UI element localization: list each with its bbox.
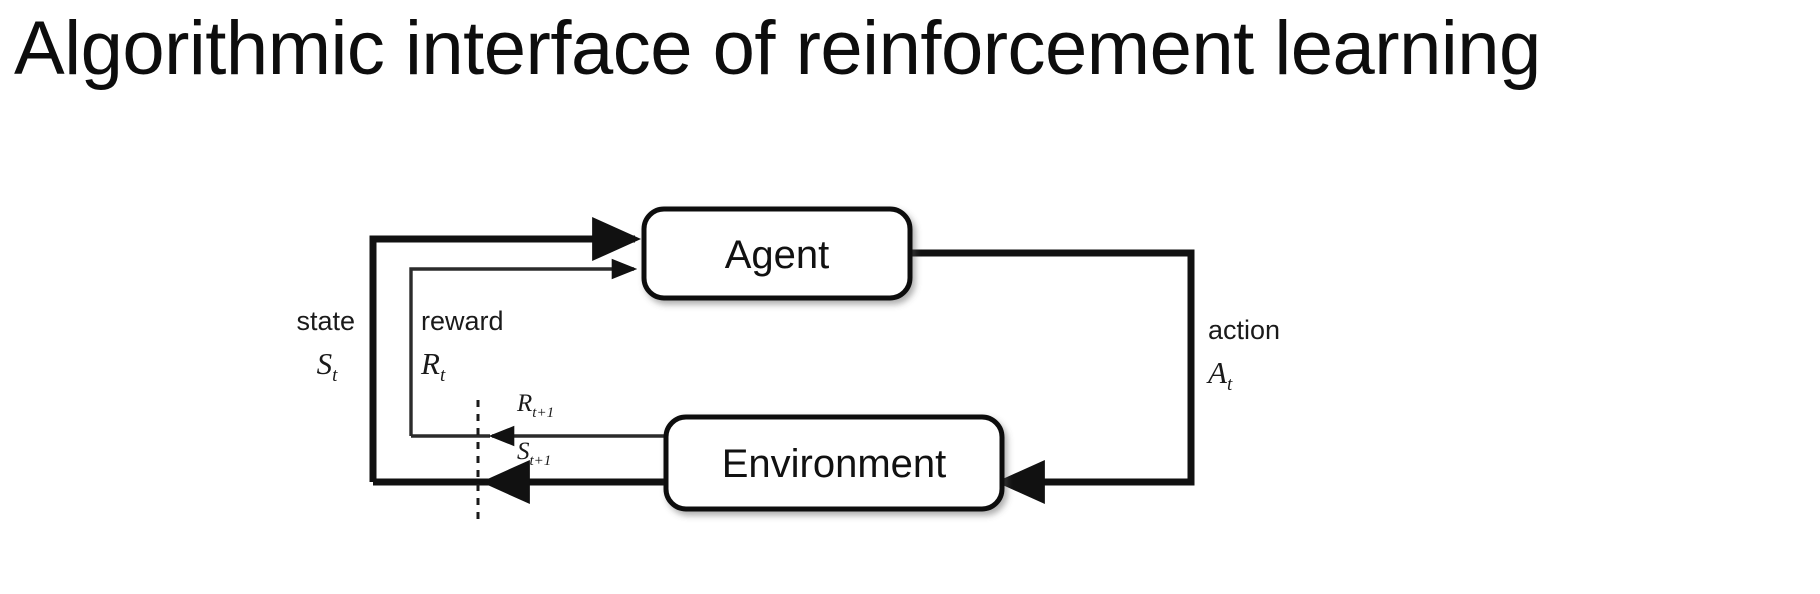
environment-box-label: Environment [722,442,947,486]
node-environment[interactable]: Environment [663,414,1005,512]
edge-state-feedback [369,216,642,486]
svg-text:Rt+1: Rt+1 [516,390,554,421]
label-state-symbol: St [317,346,339,386]
label-reward-next: Rt+1 [516,390,554,421]
label-state-text: state [296,306,355,336]
edge-action [908,249,1195,505]
agent-box[interactable] [641,206,913,301]
node-agent[interactable]: Agent [641,206,913,301]
label-reward-next-base: R [516,390,532,417]
label-state-next-sub: t+1 [530,453,552,469]
label-state-next-base: S [517,438,530,465]
svg-text:Rt: Rt [420,346,446,386]
label-reward-symbol-sub: t [440,365,446,386]
label-reward-next-sub: t+1 [532,405,554,421]
label-reward-text: reward [421,306,504,336]
label-action-symbol-base: A [1206,355,1228,390]
agent-box-label: Agent [725,233,830,277]
label-state-next: St+1 [517,438,551,469]
label-action-symbol: At [1206,355,1233,395]
label-reward-symbol-base: R [420,346,440,381]
edge-reward-feedback [409,258,638,438]
label-action-text: action [1208,315,1280,345]
label-state-symbol-base: S [317,346,333,381]
page-title: Algorithmic interface of reinforcement l… [14,6,1541,91]
svg-text:St: St [317,346,339,386]
svg-text:At: At [1206,355,1233,395]
svg-text:St+1: St+1 [517,438,551,469]
environment-box[interactable] [663,414,1005,512]
label-reward-symbol: Rt [420,346,446,386]
label-state-symbol-sub: t [332,365,338,386]
label-action-symbol-sub: t [1227,374,1233,395]
